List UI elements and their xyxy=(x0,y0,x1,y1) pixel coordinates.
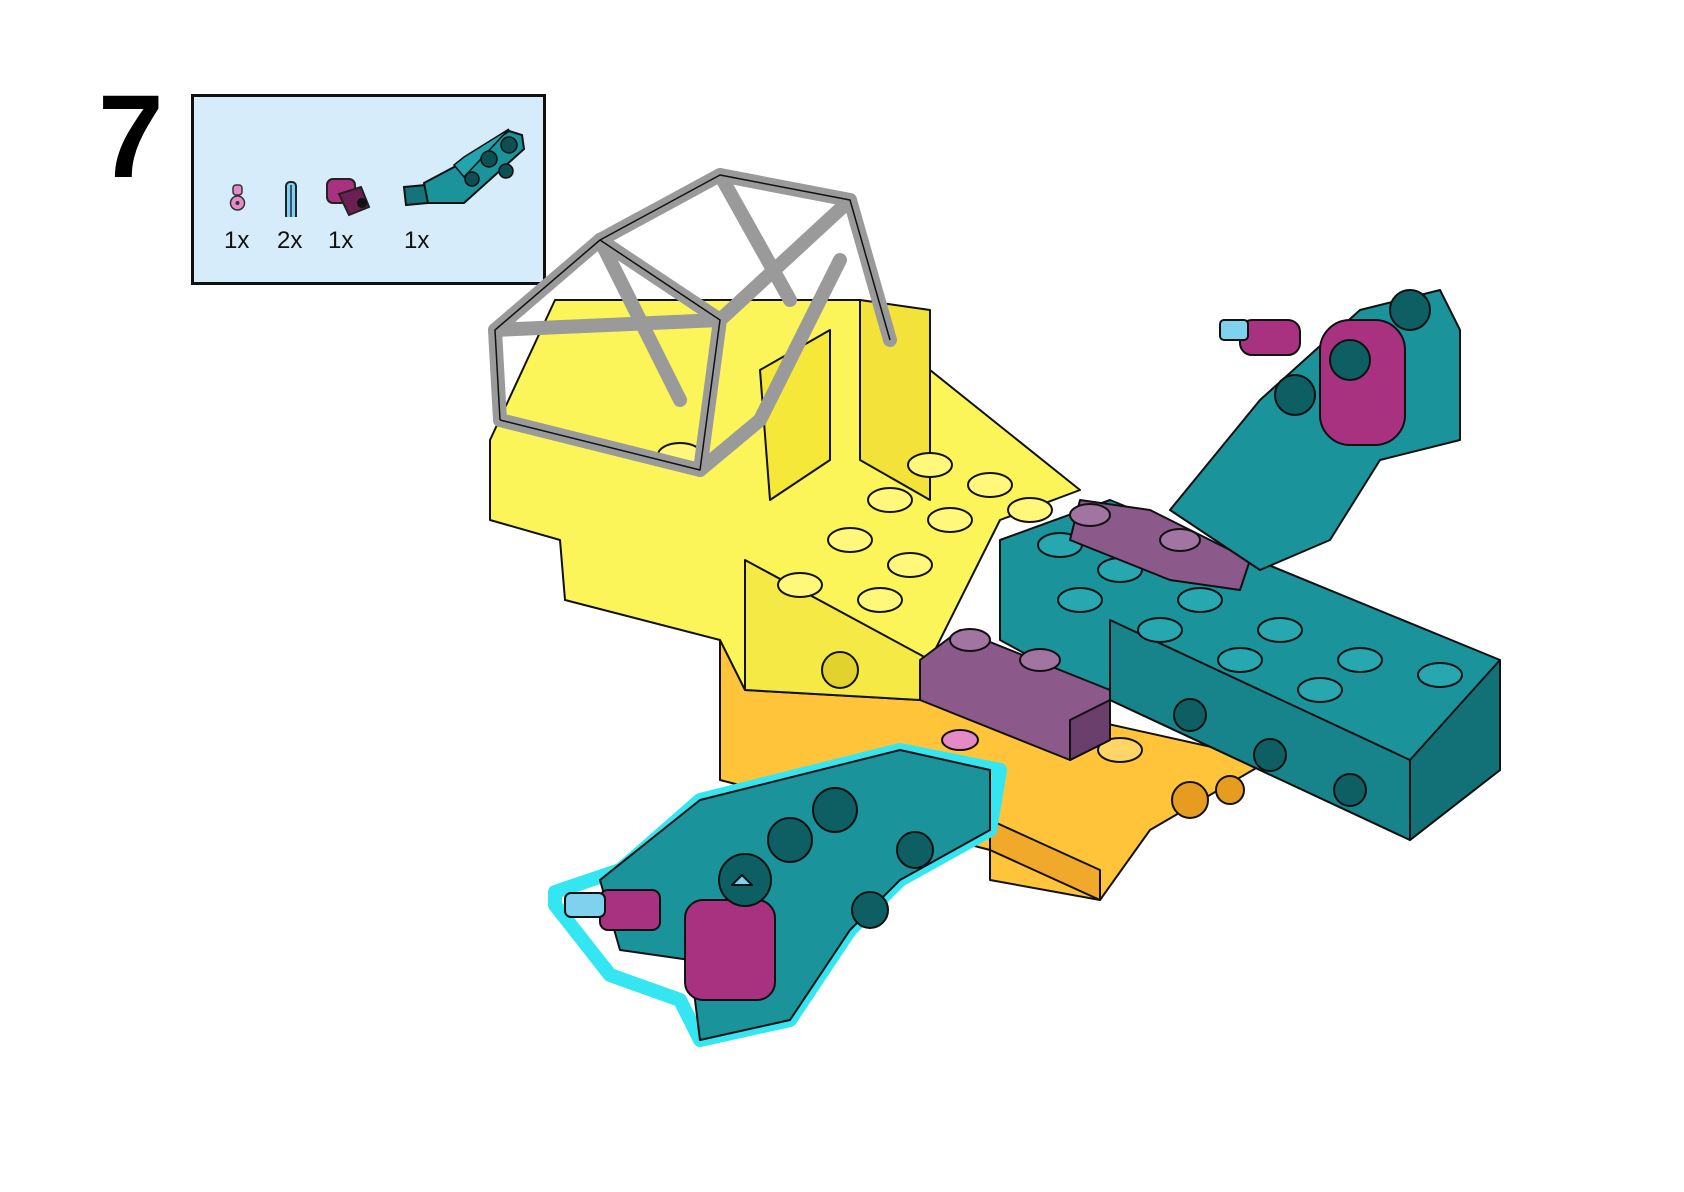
parts-list-panel: 1x 2x 1x 1x xyxy=(191,94,546,285)
quantity-label: 1x xyxy=(328,227,354,254)
highlighted-new-beam-assembly xyxy=(548,729,1007,1047)
quantity-label: 1x xyxy=(404,227,430,254)
purple-bricks xyxy=(919,499,1251,761)
quantity-label: 2x xyxy=(277,227,303,254)
parts-item-axle: 2x xyxy=(269,97,319,282)
axle-icon xyxy=(285,181,297,217)
parts-item-pink-peg: 1x xyxy=(214,97,264,282)
teal-beam-icon xyxy=(402,128,526,207)
teal-wing-brick xyxy=(999,499,1501,841)
back-beam-assembly xyxy=(1169,289,1461,571)
parts-item-magenta-connector: 1x xyxy=(319,97,389,282)
yellow-body xyxy=(489,299,1081,701)
step-number: 7 xyxy=(98,71,164,203)
quantity-label: 1x xyxy=(224,227,250,254)
magenta-connector-icon xyxy=(326,178,371,217)
pink-peg-icon xyxy=(229,184,246,211)
parts-item-teal-beam: 1x xyxy=(394,97,544,282)
